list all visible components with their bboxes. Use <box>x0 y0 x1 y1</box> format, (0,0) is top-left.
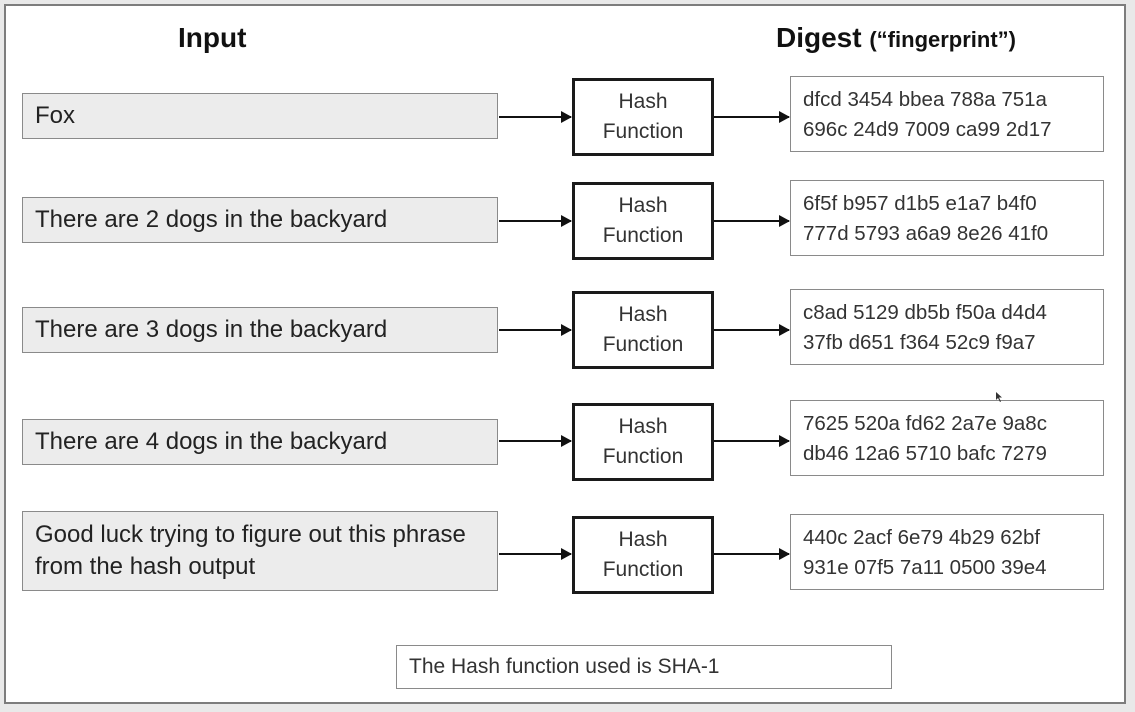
input-box-fox: Fox <box>22 93 498 139</box>
arrow-input-to-hash <box>499 215 572 227</box>
digest-header-fingerprint: (“fingerprint”) <box>869 27 1017 52</box>
arrow-input-to-hash <box>499 324 572 336</box>
input-column-header: Input <box>178 22 247 53</box>
arrow-input-to-hash <box>499 111 572 123</box>
hash-label: Hash <box>618 528 668 551</box>
arrow-input-to-hash <box>499 548 572 560</box>
function-label: Function <box>602 224 684 247</box>
digest-box: dfcd 3454 bbea 788a 751a 696c 24d9 7009 … <box>790 76 1104 152</box>
hash-label: Hash <box>618 194 668 217</box>
input-box-4-dogs: There are 4 dogs in the backyard <box>22 419 498 465</box>
digest-box: 440c 2acf 6e79 4b29 62bf 931e 07f5 7a11 … <box>790 514 1104 590</box>
digest-line: dfcd 3454 bbea 788a 751a <box>803 88 1047 111</box>
input-box-2-dogs: There are 2 dogs in the backyard <box>22 197 498 243</box>
arrow-hash-to-digest <box>714 435 790 447</box>
digest-line: db46 12a6 5710 bafc 7279 <box>803 442 1047 465</box>
digest-line: c8ad 5129 db5b f50a d4d4 <box>803 301 1047 324</box>
function-label: Function <box>602 333 684 356</box>
digest-column-header: Digest (“fingerprint”) <box>776 22 1016 54</box>
input-box-good-luck: Good luck trying to figure out this phra… <box>22 511 498 591</box>
function-label: Function <box>602 120 684 143</box>
digest-line: 696c 24d9 7009 ca99 2d17 <box>803 118 1052 141</box>
hash-function-box: Hash Function <box>572 291 714 369</box>
arrow-hash-to-digest <box>714 111 790 123</box>
hash-function-box: Hash Function <box>572 516 714 594</box>
hash-function-box: Hash Function <box>572 78 714 156</box>
arrow-hash-to-digest <box>714 324 790 336</box>
input-box-3-dogs: There are 3 dogs in the backyard <box>22 307 498 353</box>
mouse-cursor-icon <box>996 392 1002 402</box>
digest-line: 777d 5793 a6a9 8e26 41f0 <box>803 222 1049 245</box>
digest-line: 440c 2acf 6e79 4b29 62bf <box>803 526 1041 549</box>
digest-box: 7625 520a fd62 2a7e 9a8c db46 12a6 5710 … <box>790 400 1104 476</box>
digest-box: 6f5f b957 d1b5 e1a7 b4f0 777d 5793 a6a9 … <box>790 180 1104 256</box>
arrow-hash-to-digest <box>714 215 790 227</box>
arrow-input-to-hash <box>499 435 572 447</box>
arrow-hash-to-digest <box>714 548 790 560</box>
digest-header-label: Digest <box>776 22 862 53</box>
sha1-note: The Hash function used is SHA-1 <box>396 645 892 689</box>
hash-function-box: Hash Function <box>572 403 714 481</box>
digest-line: 931e 07f5 7a11 0500 39e4 <box>803 556 1047 579</box>
function-label: Function <box>602 445 684 468</box>
hash-label: Hash <box>618 415 668 438</box>
digest-line: 7625 520a fd62 2a7e 9a8c <box>803 412 1047 435</box>
hash-label: Hash <box>618 90 668 113</box>
digest-box: c8ad 5129 db5b f50a d4d4 37fb d651 f364 … <box>790 289 1104 365</box>
digest-line: 37fb d651 f364 52c9 f9a7 <box>803 331 1036 354</box>
digest-line: 6f5f b957 d1b5 e1a7 b4f0 <box>803 192 1037 215</box>
function-label: Function <box>602 558 684 581</box>
hash-label: Hash <box>618 303 668 326</box>
hash-function-box: Hash Function <box>572 182 714 260</box>
